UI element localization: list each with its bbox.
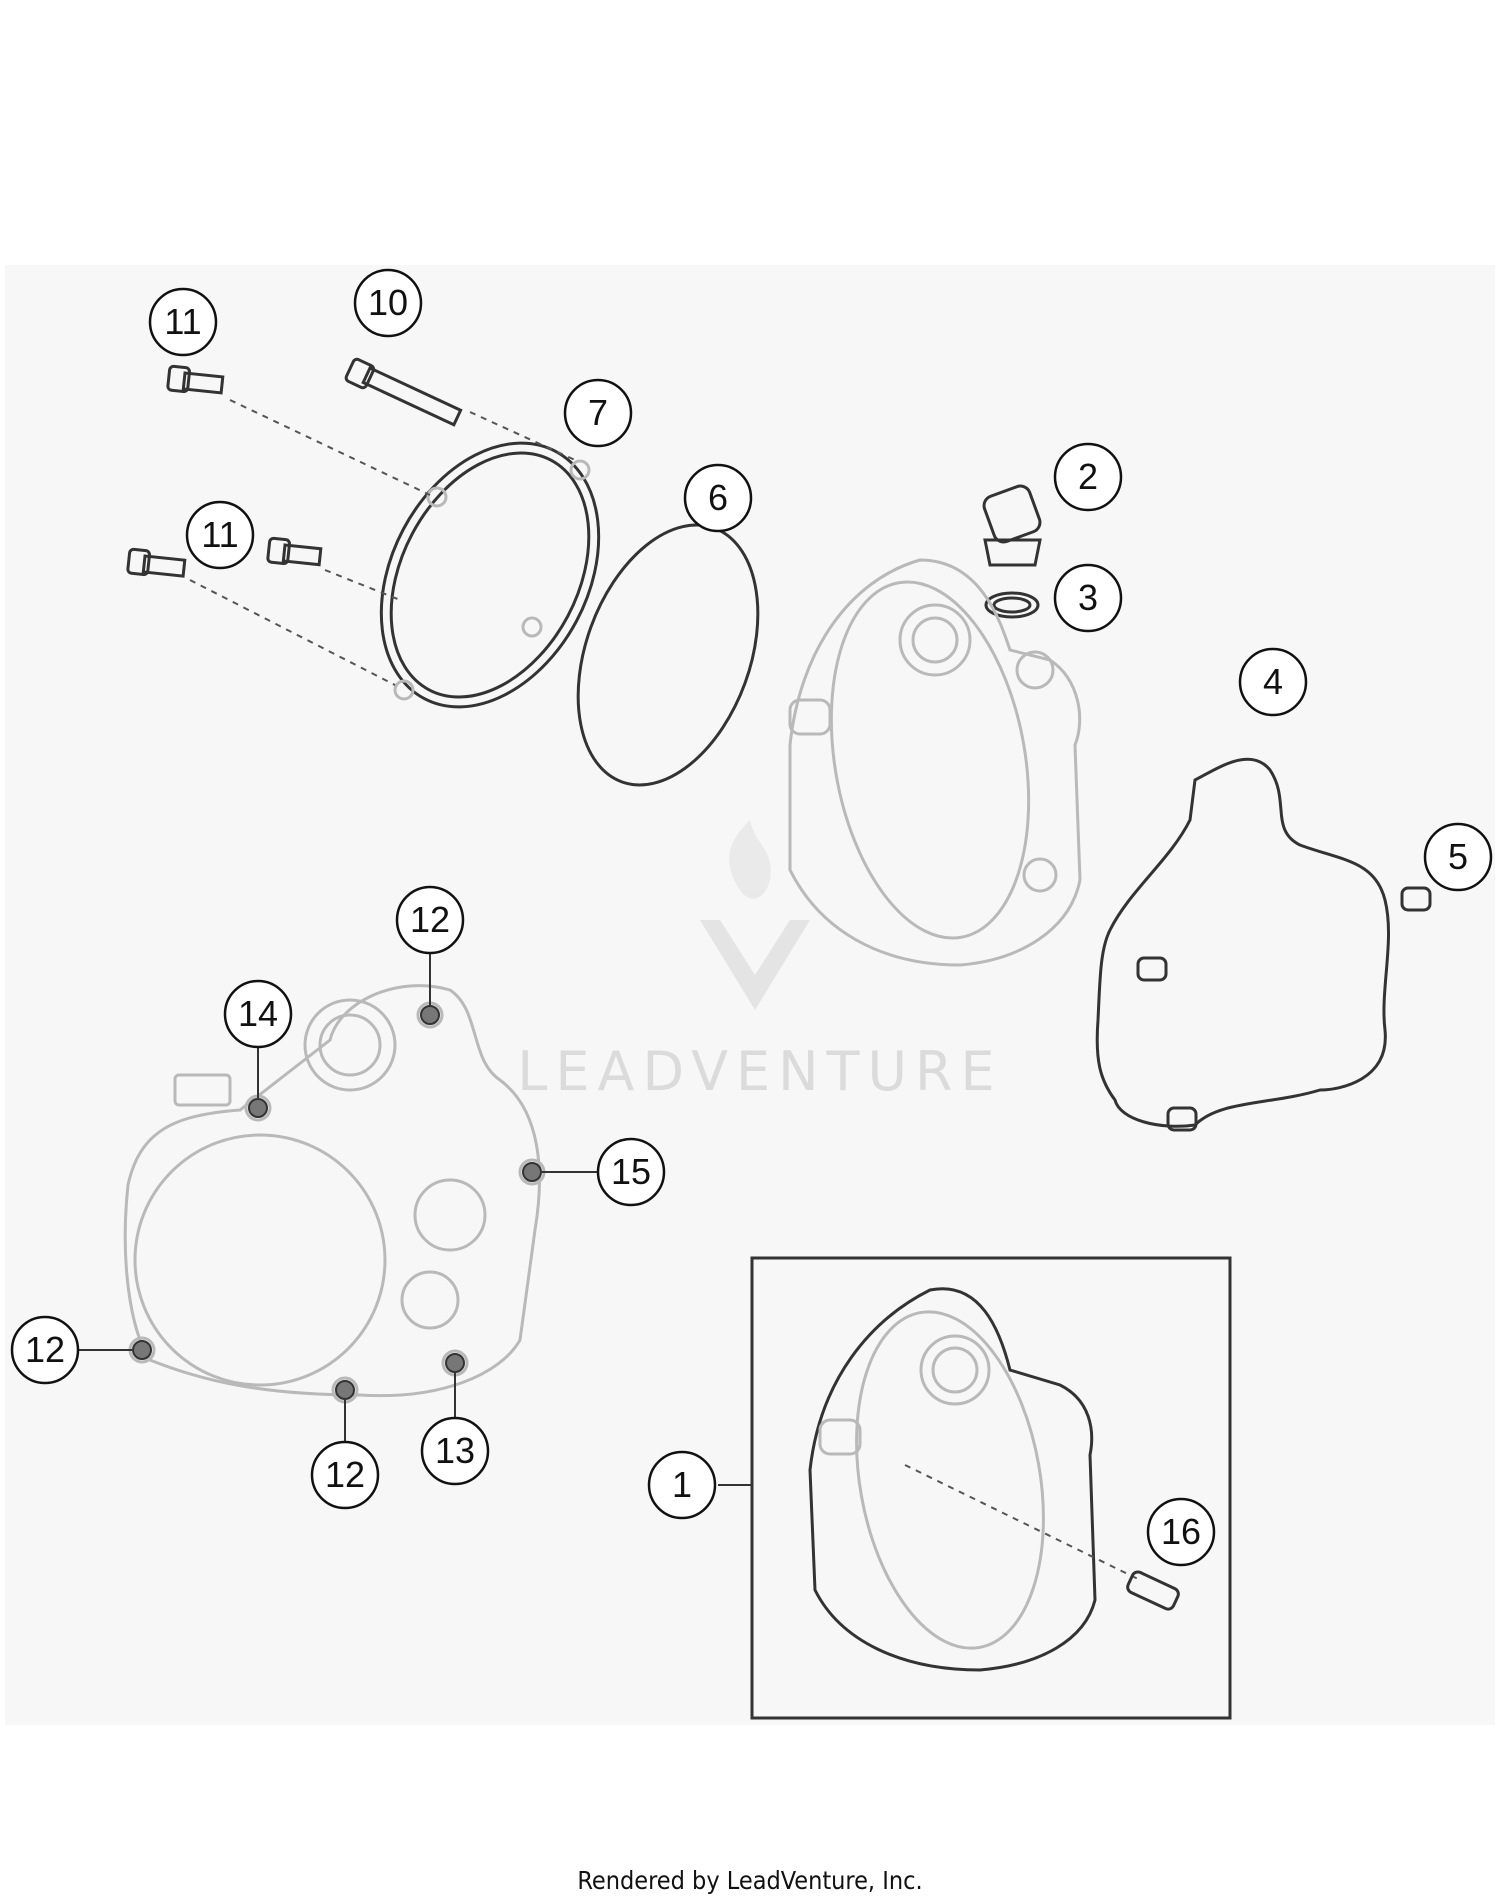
gasket-part: [1095, 757, 1391, 1128]
callout-14: 14: [223, 979, 293, 1049]
bolt-11-left-part: [126, 547, 396, 686]
svg-text:12: 12: [25, 1329, 65, 1370]
svg-text:11: 11: [201, 514, 238, 555]
bolt-11-upper-part: [166, 364, 431, 496]
callout-11-upper: 11: [148, 287, 218, 357]
bushing-markers: [132, 1005, 542, 1400]
svg-text:7: 7: [588, 392, 608, 433]
callout-16: 16: [1146, 1497, 1216, 1567]
bolt-10-part: [344, 357, 576, 461]
svg-text:10: 10: [368, 282, 408, 323]
callout-4: 4: [1238, 647, 1308, 717]
callout-2: 2: [1053, 442, 1123, 512]
callout-3: 3: [1053, 563, 1123, 633]
callout-1: 1: [647, 1450, 717, 1520]
svg-text:1: 1: [672, 1464, 692, 1505]
svg-text:5: 5: [1448, 836, 1468, 877]
callout-7: 7: [563, 378, 633, 448]
footer-credit: Rendered by LeadVenture, Inc.: [577, 1866, 923, 1895]
leader-lines: [78, 953, 752, 1486]
svg-text:15: 15: [611, 1151, 651, 1192]
svg-text:4: 4: [1263, 661, 1283, 702]
svg-text:11: 11: [164, 301, 201, 342]
callout-12-left: 12: [10, 1315, 80, 1385]
pin-16-part: [1126, 1570, 1180, 1611]
leadventure-watermark: LEADVENTURE: [517, 820, 1002, 1103]
callout-11-lower: 11: [185, 500, 255, 570]
svg-text:13: 13: [435, 1430, 475, 1471]
callout-12-bottom: 12: [310, 1440, 380, 1510]
bolt-11-mid-part: [266, 536, 401, 601]
cover-lid-part: [379, 441, 601, 709]
svg-text:12: 12: [325, 1454, 365, 1495]
callout-6: 6: [683, 463, 753, 533]
callout-12-top: 12: [395, 885, 465, 955]
svg-text:14: 14: [238, 993, 278, 1034]
svg-text:2: 2: [1078, 456, 1098, 497]
oil-filler-plug-part: [982, 484, 1042, 619]
callout-5: 5: [1423, 822, 1493, 892]
clutch-cover-assembly-part: [808, 1287, 1180, 1672]
watermark-text: LEADVENTURE: [517, 1040, 1002, 1103]
assembly-inset-box: [750, 1256, 1232, 1720]
callout-10: 10: [353, 268, 423, 338]
svg-text:3: 3: [1078, 577, 1098, 618]
svg-text:6: 6: [708, 477, 728, 518]
callout-15: 15: [596, 1137, 666, 1207]
svg-text:12: 12: [410, 899, 450, 940]
svg-text:16: 16: [1161, 1511, 1201, 1552]
clutch-cover-exploded-part: [788, 558, 1082, 967]
dowel-pins-part: [1136, 886, 1432, 1132]
callout-13: 13: [420, 1416, 490, 1486]
